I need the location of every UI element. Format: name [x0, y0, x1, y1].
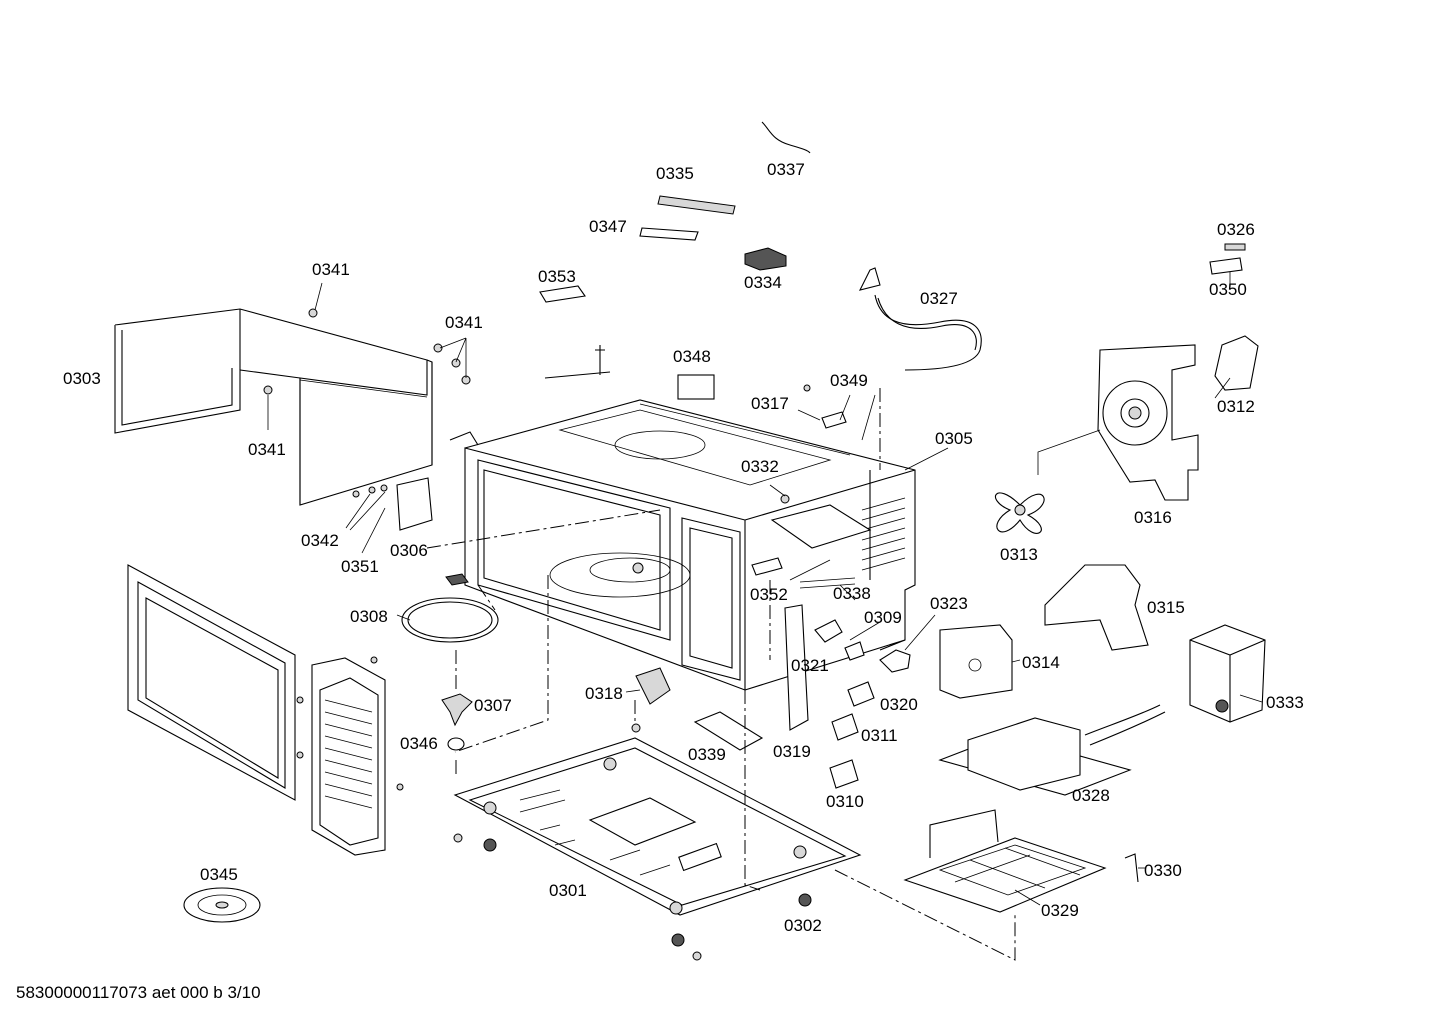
- label-0305: 0305: [935, 429, 973, 448]
- bracket-0334: [744, 247, 787, 271]
- label-0353: [539, 285, 586, 303]
- base-tray-0329: [903, 809, 1107, 913]
- label-0337: 0337: [767, 160, 805, 179]
- label-0327: 0327: [920, 289, 958, 308]
- fan-housing-0316: [1097, 344, 1199, 501]
- sensor-cable-0337: [761, 121, 811, 154]
- label-0338: 0338: [833, 584, 871, 603]
- power-cord-0327: [858, 267, 982, 371]
- label-0332: 0332: [741, 457, 779, 476]
- door-assembly: [127, 564, 304, 801]
- label-0316: 0316: [1134, 508, 1172, 527]
- transformer-0328: [938, 704, 1166, 796]
- feet-0302: [453, 723, 812, 961]
- switch-0309: [814, 619, 843, 643]
- air-guide-0315: [1044, 564, 1149, 651]
- switch-0320: [847, 681, 875, 707]
- vent-slots: [861, 497, 906, 571]
- label-0334: 0334: [744, 273, 782, 292]
- rating-label-0348: [677, 374, 715, 400]
- control-board-0332: [770, 504, 872, 549]
- label-0333: 0333: [1266, 693, 1304, 712]
- outer-cabinet-cover: [114, 308, 433, 506]
- label-0341-top: 0341: [312, 260, 350, 279]
- label-0303: 0303: [63, 369, 101, 388]
- screw-group-0341: [263, 308, 471, 498]
- label-0317: 0317: [751, 394, 789, 413]
- label-0349: 0349: [830, 371, 868, 390]
- label-0335: 0335: [656, 164, 694, 183]
- label-0348: 0348: [673, 347, 711, 366]
- turntable-motor-0318: [635, 667, 671, 705]
- label-0339: 0339: [688, 745, 726, 764]
- leader-lines: [267, 272, 1263, 906]
- label-0326: 0326: [1217, 220, 1255, 239]
- hinge-bar-0335: [657, 195, 736, 215]
- label-0351: 0351: [341, 557, 379, 576]
- wire-clip: [544, 345, 611, 379]
- clip-0330: [1124, 853, 1139, 883]
- label-0320: 0320: [880, 695, 918, 714]
- label-0323: 0323: [930, 594, 968, 613]
- switch-0321-piece: [844, 641, 865, 661]
- label-0315: 0315: [1147, 598, 1185, 617]
- oven-cavity-frame: [449, 399, 916, 691]
- label-0307: 0307: [474, 696, 512, 715]
- label-0311: 0311: [861, 726, 898, 745]
- fan-motor-0312: [1214, 335, 1259, 391]
- label-0341-right: 0341: [445, 313, 483, 332]
- magnetron-0333: [1189, 624, 1266, 723]
- label-0345: 0345: [200, 865, 238, 884]
- label-0302: 0302: [784, 916, 822, 935]
- clamp-0349: [821, 411, 847, 429]
- coupler-0307: [441, 693, 473, 727]
- switch-bracket-0319: [784, 604, 809, 731]
- label-0347: 0347: [589, 217, 627, 236]
- roller-ring-0308: [401, 573, 499, 643]
- waveguide-cover-0306: [396, 477, 433, 531]
- label-0321: 0321: [791, 656, 829, 675]
- strip-0347: [639, 227, 699, 241]
- label-0318: 0318: [585, 684, 623, 703]
- switch-0311: [831, 713, 859, 741]
- label-0301: 0301: [549, 881, 587, 900]
- part-0338: [799, 577, 856, 589]
- relay-0326: [1224, 243, 1246, 251]
- control-panel: [311, 656, 404, 856]
- label-0329: 0329: [1041, 901, 1079, 920]
- label-0312: 0312: [1217, 397, 1255, 416]
- bracket-0350: [1209, 257, 1243, 275]
- capacitor-0314: [939, 624, 1013, 699]
- label-0319: 0319: [773, 742, 811, 761]
- drawing-id-footer: 58300000117073 aet 000 b 3/10: [16, 983, 261, 1002]
- label-0330: 0330: [1144, 861, 1182, 880]
- label-0342: 0342: [301, 531, 339, 550]
- lamp-0323: [879, 649, 911, 673]
- washer-0346: [447, 737, 465, 751]
- label-0309: 0309: [864, 608, 902, 627]
- label-0346: 0346: [400, 734, 438, 753]
- label-0308: 0308: [350, 607, 388, 626]
- glass-turntable-0345: [183, 887, 261, 923]
- base-plate-0301: [453, 737, 862, 916]
- label-0313: 0313: [1000, 545, 1038, 564]
- part-labels: 0335 0337 0347 0334 0326 0350 0353 0341 …: [63, 160, 1304, 935]
- part-0352: [751, 557, 783, 576]
- label-0310: 0310: [826, 792, 864, 811]
- label-0353: 0353: [538, 267, 576, 286]
- label-0341-left: 0341: [248, 440, 286, 459]
- switch-0310: [829, 759, 859, 789]
- fan-blade-0313: [994, 492, 1045, 534]
- label-0352: 0352: [750, 585, 788, 604]
- label-0328: 0328: [1072, 786, 1110, 805]
- label-0306: 0306: [390, 541, 428, 560]
- label-0350: 0350: [1209, 280, 1247, 299]
- assembly-dash-lines: [426, 388, 1016, 961]
- label-0314: 0314: [1022, 653, 1060, 672]
